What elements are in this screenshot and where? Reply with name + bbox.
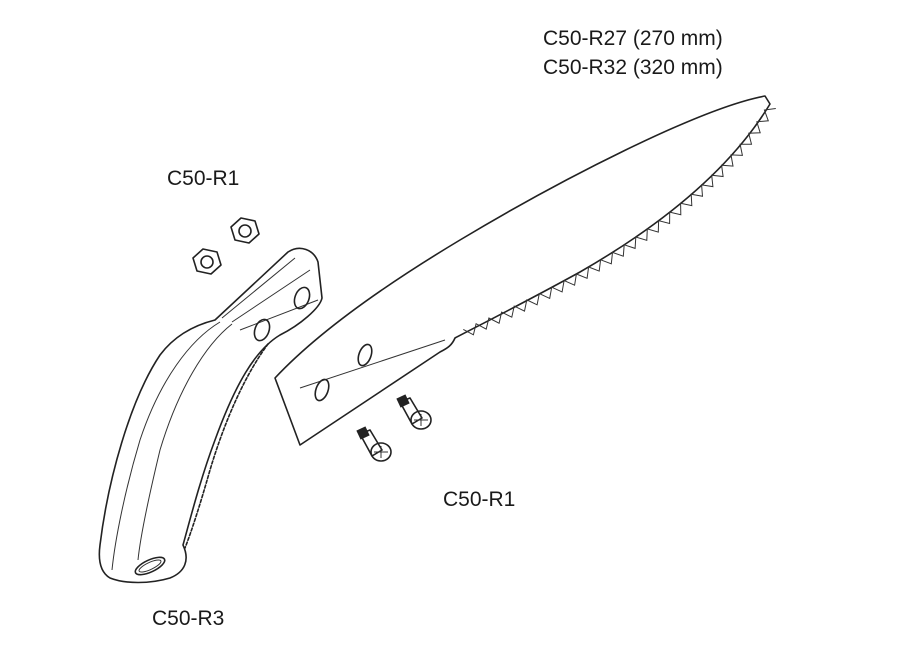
blade-part-number-320: C50-R32 (320 mm) xyxy=(543,56,723,79)
hanging-slot xyxy=(134,556,166,576)
screw xyxy=(356,426,392,462)
handle xyxy=(98,247,323,584)
nuts-part-number: C50-R1 xyxy=(167,167,240,190)
handle-part-number: C50-R3 xyxy=(152,607,225,630)
nut xyxy=(230,217,260,244)
nut xyxy=(192,248,222,275)
blade-hole xyxy=(357,343,373,367)
screw xyxy=(396,394,432,430)
saw-blade xyxy=(274,95,776,446)
screws-part-number: C50-R1 xyxy=(443,488,516,511)
teeth-zigzag xyxy=(463,108,776,336)
handle-hole xyxy=(293,286,311,310)
saw-teeth xyxy=(463,108,776,336)
blade-hole xyxy=(314,378,330,402)
handle-hole xyxy=(253,318,271,342)
blade-part-number-270: C50-R27 (270 mm) xyxy=(543,27,723,50)
